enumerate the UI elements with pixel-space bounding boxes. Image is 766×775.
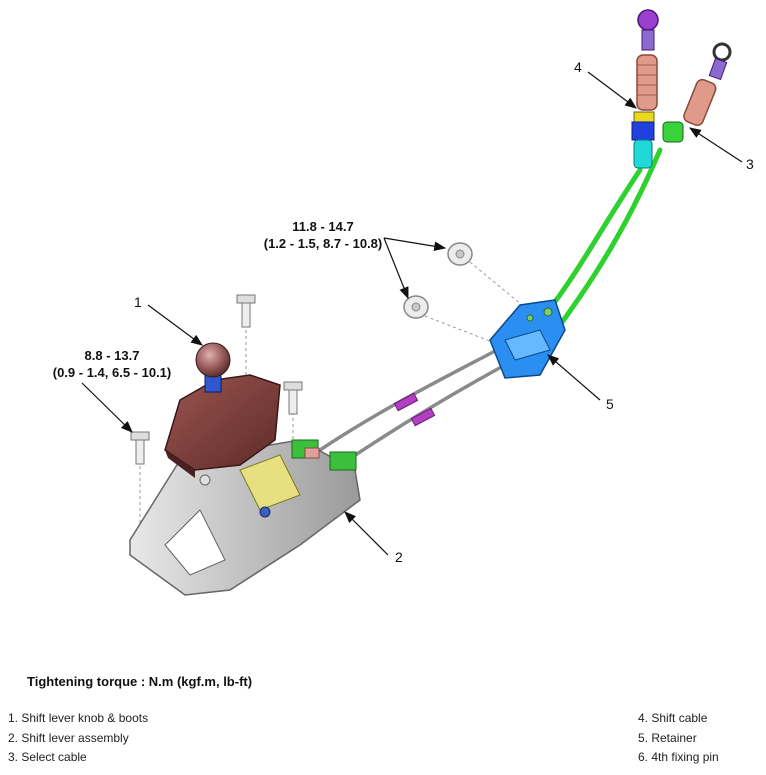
legend-item: 2. Shift lever assembly — [8, 730, 129, 745]
torque-spec-nuts-alt: (1.2 - 1.5, 8.7 - 10.8) — [263, 236, 383, 251]
callout-number-3: 3 — [746, 156, 754, 172]
callout-number-4: 4 — [574, 59, 582, 75]
bolt-right — [283, 381, 303, 415]
callout-number-5: 5 — [606, 396, 614, 412]
legend-item: 1. Shift lever knob & boots — [8, 711, 149, 725]
torque-spec-bolts-alt: (0.9 - 1.4, 6.5 - 10.1) — [52, 365, 172, 380]
cable-sleeves — [393, 392, 436, 427]
nut-lower — [403, 295, 429, 319]
legend-item: 6. 4th fixing pin — [638, 750, 719, 764]
exploded-assembly-diagram — [81, 9, 743, 596]
torque-spec-nuts: 11.8 - 14.7 (1.2 - 1.5, 8.7 - 10.8) — [232, 218, 414, 252]
nut-upper — [447, 242, 473, 266]
torque-spec-bolts-nm: 8.8 - 13.7 — [84, 348, 140, 363]
retainer — [489, 299, 566, 379]
bolt-top — [236, 294, 256, 328]
legend-item: 4. Shift cable — [638, 711, 708, 725]
torque-unit-caption: Tightening torque : N.m (kgf.m, lb-ft) — [27, 674, 253, 689]
select-cable-end — [662, 42, 732, 143]
torque-spec-nuts-nm: 11.8 - 14.7 — [292, 219, 354, 234]
shift-boot — [164, 374, 281, 478]
torque-spec-bolts: 8.8 - 13.7 (0.9 - 1.4, 6.5 - 10.1) — [22, 347, 202, 381]
parts-legend-left: 1. Shift lever knob & boots 2. Shift lev… — [8, 709, 148, 768]
bolt-left — [130, 431, 150, 465]
green-cables — [542, 147, 663, 328]
shift-cable-end — [631, 9, 659, 169]
cable-brackets — [291, 439, 357, 471]
parts-legend-right: 4. Shift cable 5. Retainer 6. 4th fixing… — [638, 709, 719, 768]
leader-arrows — [81, 71, 743, 556]
shift-knob — [195, 342, 231, 393]
shift-lever-assembly — [129, 439, 361, 596]
callout-number-1: 1 — [134, 294, 142, 310]
legend-item: 5. Retainer — [638, 730, 697, 745]
gray-cables — [318, 348, 507, 464]
legend-item: 3. Select cable — [8, 750, 87, 764]
callout-number-2: 2 — [395, 549, 403, 565]
